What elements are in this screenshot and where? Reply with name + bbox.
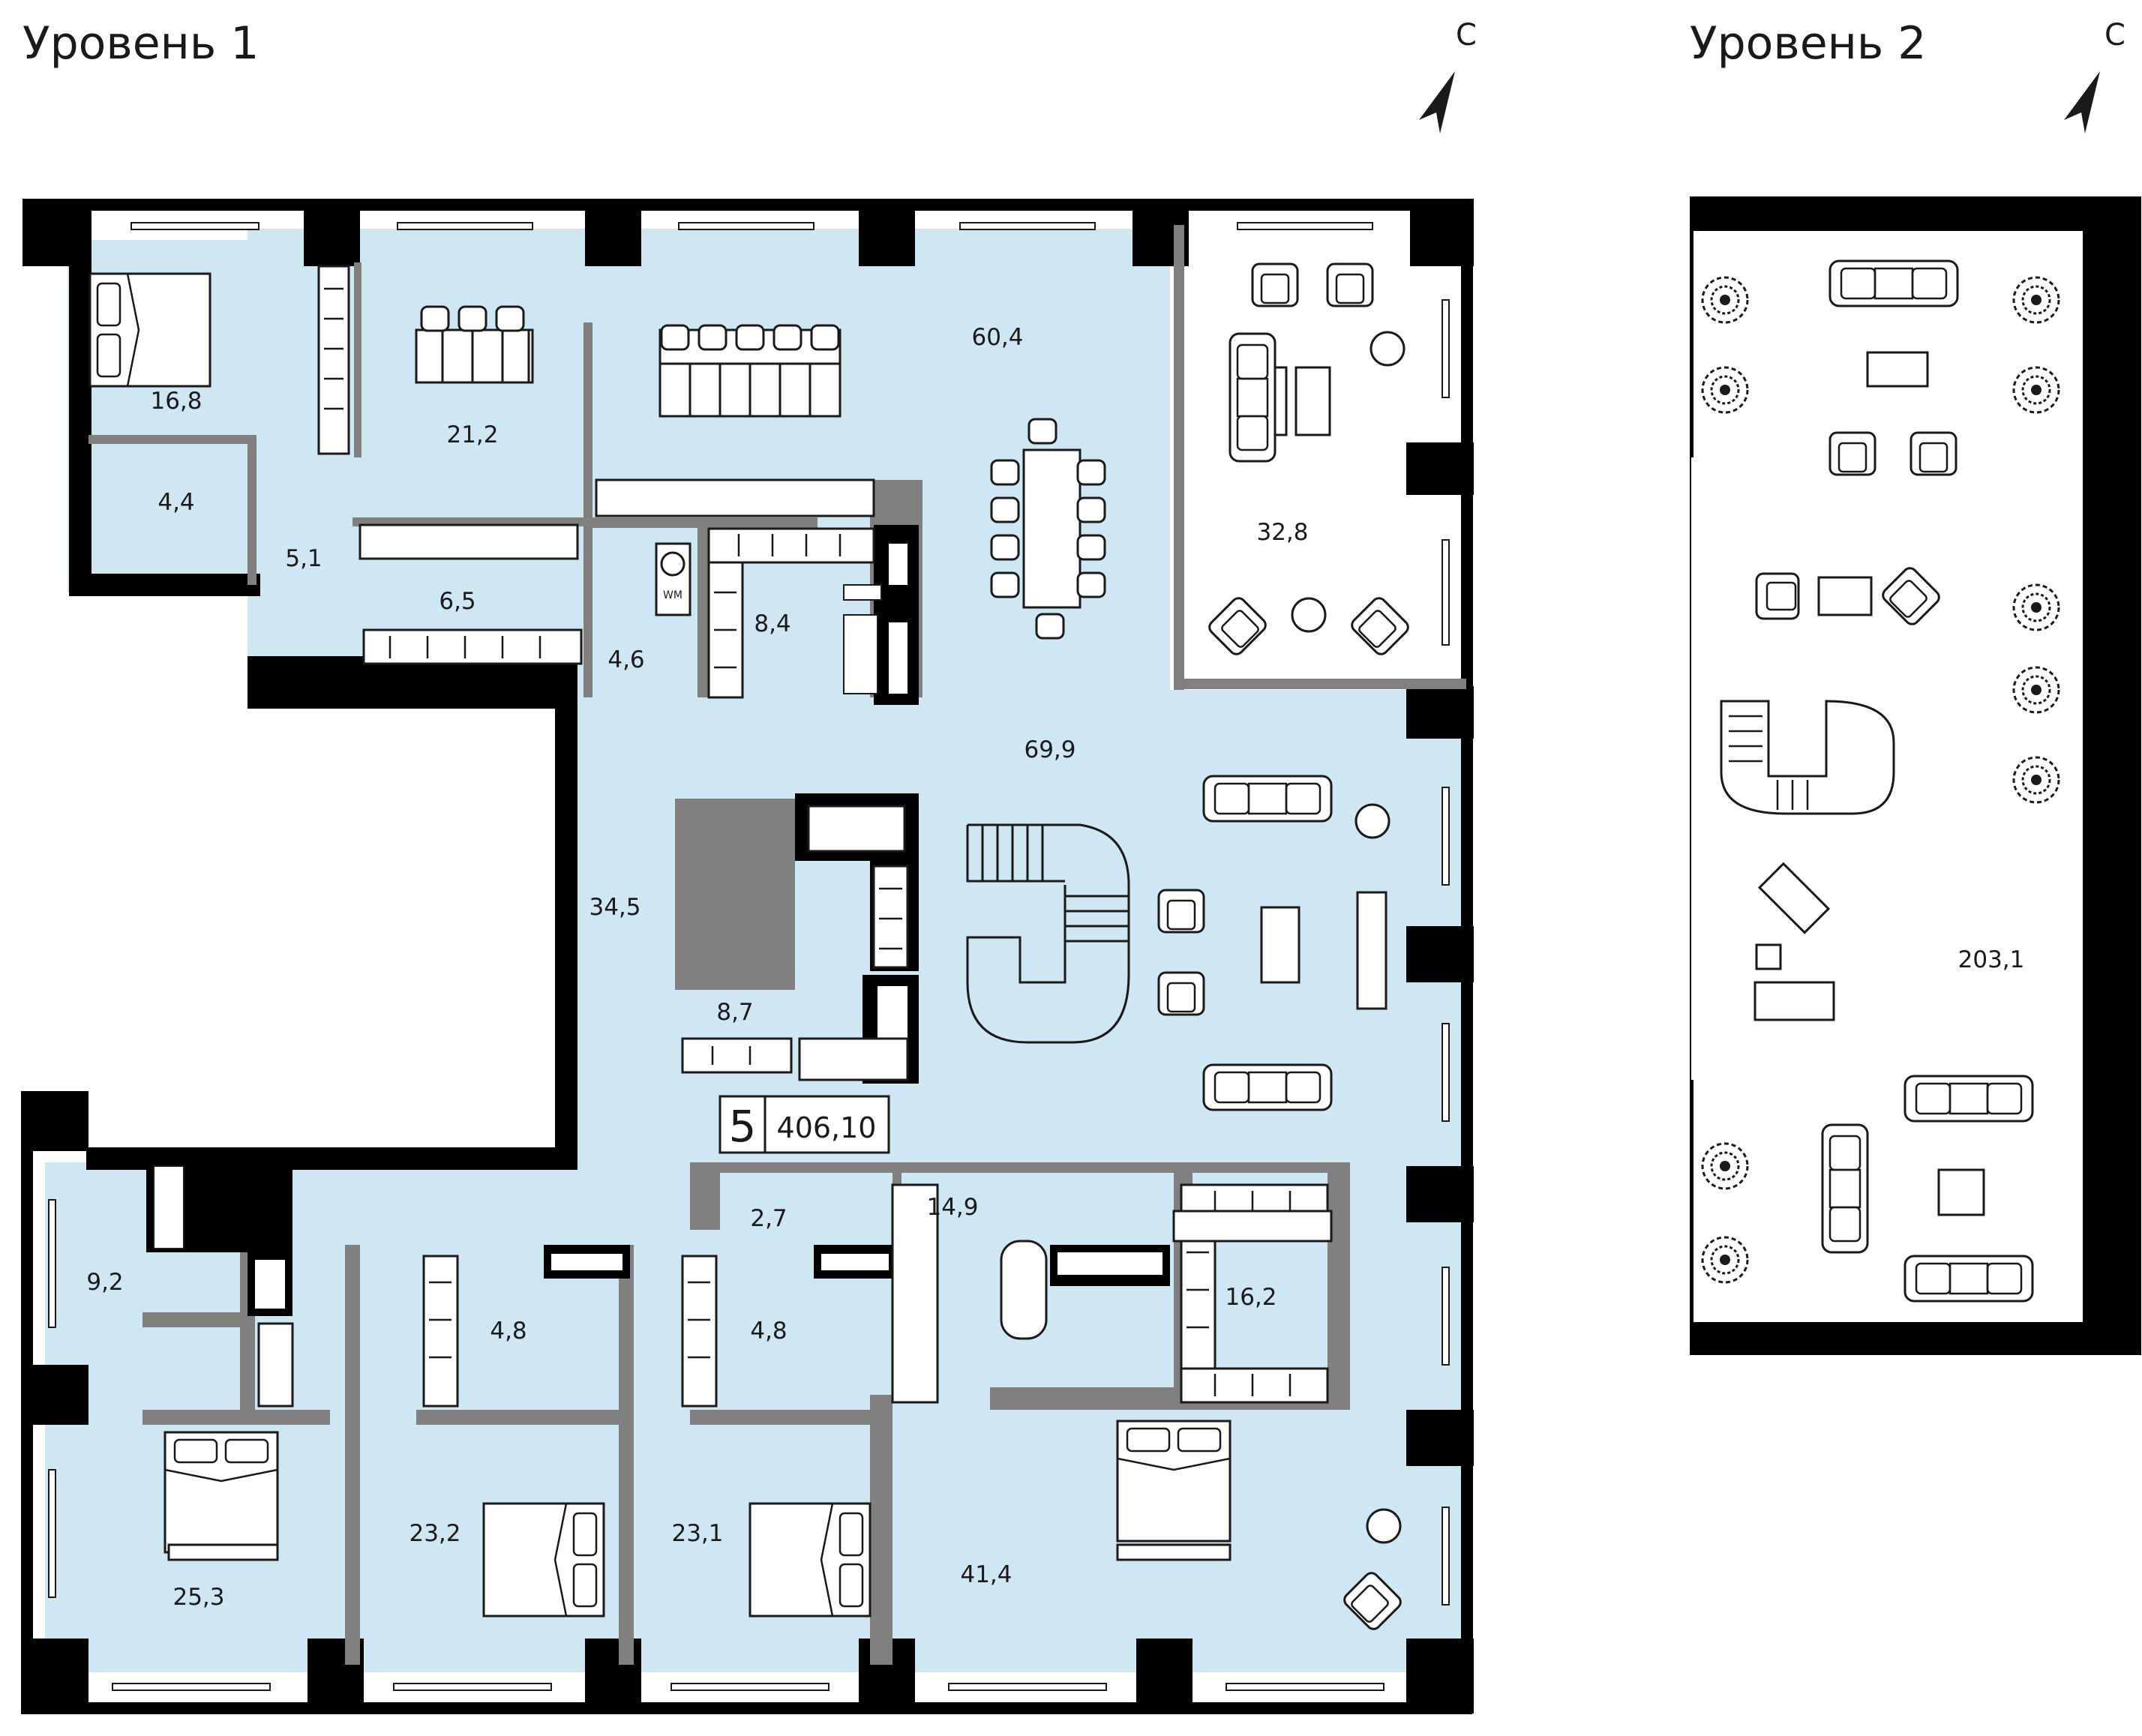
room-area-6-5: 6,5 <box>439 588 476 615</box>
room-area-16-8: 16,8 <box>150 388 202 415</box>
level2-north-label: С <box>2104 18 2126 52</box>
wardrobe-hatches <box>324 287 1292 1396</box>
level1-title: Уровень 1 <box>22 17 259 70</box>
level1-area-labels: 16,8 21,2 60,4 32,8 4,4 5,1 6,5 4,6 8,4 … <box>86 324 1308 1611</box>
room-area-32-8: 32,8 <box>1256 519 1308 546</box>
room-area-4-6: 4,6 <box>608 646 644 673</box>
room-area-25-3: 25,3 <box>172 1584 224 1611</box>
level1-header: Уровень 1 С <box>22 17 1477 133</box>
room-area-60-4: 60,4 <box>971 324 1023 351</box>
room-area-23-1: 23,1 <box>671 1520 723 1547</box>
room-area-34-5: 34,5 <box>589 894 640 921</box>
room-area-69-9: 69,9 <box>1024 736 1076 763</box>
room-area-2-7: 2,7 <box>750 1205 787 1232</box>
level1-staircase <box>966 823 1130 1044</box>
room-area-16-2: 16,2 <box>1225 1284 1276 1311</box>
level1-furniture <box>88 262 1412 1633</box>
room-area-14-9: 14,9 <box>926 1194 978 1221</box>
north-arrow-icon <box>1419 71 1455 133</box>
level2-room-area: 203,1 <box>1958 946 2025 973</box>
level2-header: Уровень 2 С <box>1690 17 2126 133</box>
total-area: 406,10 <box>777 1111 877 1144</box>
room-area-8-7: 8,7 <box>716 999 753 1026</box>
room-area-41-4: 41,4 <box>960 1561 1012 1588</box>
north-arrow-icon <box>2064 71 2100 133</box>
room-area-9-2: 9,2 <box>86 1269 123 1296</box>
room-area-8-4: 8,4 <box>754 610 790 637</box>
washer-label: WM <box>663 589 682 601</box>
washer: WM <box>655 542 692 616</box>
room-area-4-8-a: 4,8 <box>490 1318 526 1345</box>
level1-north-label: С <box>1456 18 1477 52</box>
room-count: 5 <box>729 1101 757 1152</box>
room-area-21-2: 21,2 <box>446 421 498 448</box>
level1-windows <box>48 222 1450 1691</box>
apartment-summary: 5 406,10 <box>718 1095 890 1154</box>
room-area-4-8-b: 4,8 <box>750 1318 787 1345</box>
level2-plan: 203,1 <box>1688 196 2141 1355</box>
room-area-4-4: 4,4 <box>158 489 194 516</box>
room-area-5-1: 5,1 <box>285 545 322 572</box>
room-area-23-2: 23,2 <box>409 1520 460 1547</box>
level2-title: Уровень 2 <box>1690 17 1926 70</box>
